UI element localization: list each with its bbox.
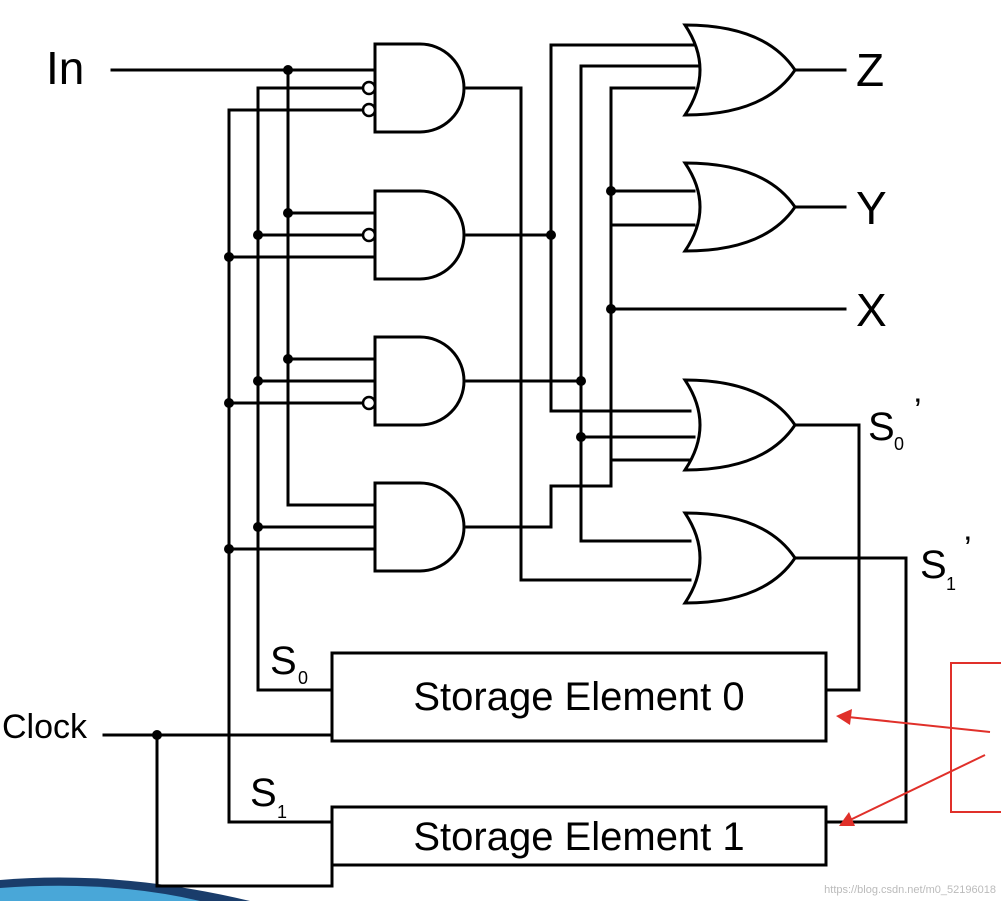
input-label: In bbox=[46, 42, 84, 94]
slide-decoration bbox=[0, 877, 250, 901]
storage-element-0: Storage Element 0 bbox=[330, 651, 828, 743]
output-z-label: Z bbox=[856, 44, 884, 96]
or-gate-s1-prime bbox=[682, 511, 797, 605]
s1-prime-label: S 1 ’ bbox=[920, 530, 972, 594]
svg-text:S: S bbox=[250, 771, 277, 815]
watermark-text: https://blog.csdn.net/m0_52196018 bbox=[824, 884, 996, 896]
and-gate-4 bbox=[373, 481, 466, 573]
s0-label: S 0 bbox=[270, 639, 308, 688]
or-gate-z bbox=[682, 23, 797, 117]
svg-text:S: S bbox=[270, 639, 297, 683]
svg-text:’: ’ bbox=[964, 530, 972, 568]
wiring bbox=[102, 43, 908, 888]
or-gate-y bbox=[682, 161, 797, 253]
or-gate-s0-prime bbox=[682, 378, 797, 472]
output-y-label: Y bbox=[856, 182, 887, 234]
and-gate-2 bbox=[361, 189, 466, 281]
and-gate-3 bbox=[361, 335, 466, 427]
svg-text:’: ’ bbox=[914, 392, 922, 430]
storage-element-0-label: Storage Element 0 bbox=[413, 675, 744, 719]
svg-text:S: S bbox=[868, 405, 895, 449]
storage-element-1: Storage Element 1 bbox=[330, 805, 828, 867]
svg-text:0: 0 bbox=[894, 434, 904, 454]
svg-text:1: 1 bbox=[946, 574, 956, 594]
and-gate-1 bbox=[361, 42, 466, 134]
svg-text:1: 1 bbox=[277, 802, 287, 822]
svg-text:0: 0 bbox=[298, 668, 308, 688]
s1-label: S 1 bbox=[250, 771, 287, 822]
clock-label: Clock bbox=[2, 708, 88, 746]
junction-dots bbox=[152, 65, 616, 740]
annotation-callout bbox=[836, 662, 1001, 826]
storage-element-1-label: Storage Element 1 bbox=[413, 815, 744, 859]
svg-text:S: S bbox=[920, 543, 947, 587]
s0-prime-label: S 0 ’ bbox=[868, 392, 922, 454]
output-x-label: X bbox=[856, 284, 887, 336]
